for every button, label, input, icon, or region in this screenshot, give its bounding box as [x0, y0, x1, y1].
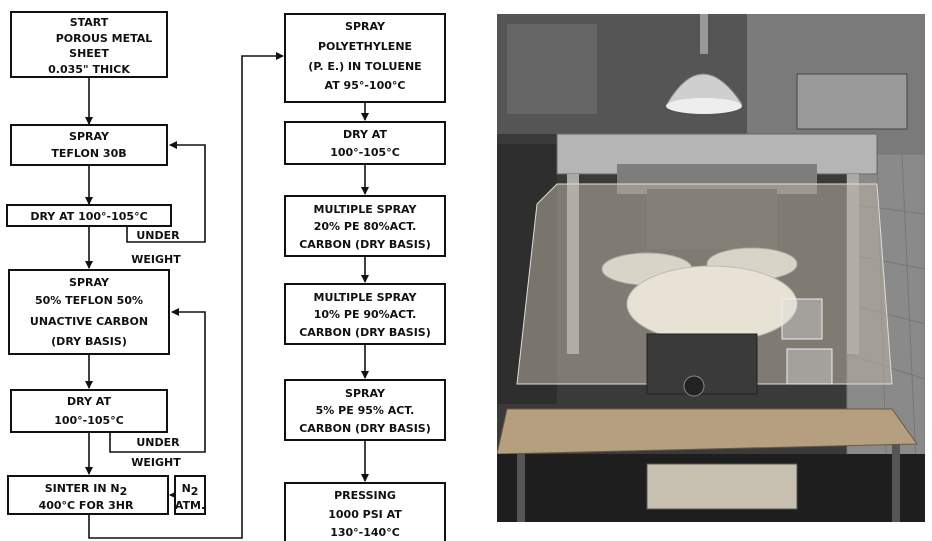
nitrogen-atmosphere-box: N2 ATM. [170, 476, 205, 514]
start-line-2: POROUS METAL [56, 32, 153, 45]
loop-2-line-2: WEIGHT [131, 456, 181, 469]
spray-5-line-2: 5% PE 95% ACT. [316, 404, 415, 417]
dry-2-line-1: DRY AT [67, 395, 111, 408]
start-line-4: 0.035" THICK [48, 63, 130, 76]
spray-polyethylene-box: SPRAY POLYETHYLENE (P. E.) IN TOLUENE AT… [285, 14, 445, 102]
multi-2-line-1: MULTIPLE SPRAY [314, 291, 418, 304]
spray-mix-line-4: (DRY BASIS) [51, 335, 127, 348]
start-line-1: START [70, 16, 109, 29]
spray-teflon-carbon-box: SPRAY 50% TEFLON 50% UNACTIVE CARBON (DR… [9, 270, 169, 354]
press-line-2: 1000 PSI AT [328, 508, 402, 521]
dry-box-3: DRY AT 100°-105°C [285, 122, 445, 164]
sinter-line-2: 400°C FOR 3HR [39, 499, 134, 512]
n2-line-2: ATM. [175, 499, 205, 512]
process-flowchart: START POROUS METAL SHEET 0.035" THICK SP… [0, 0, 470, 541]
dry-box-2: DRY AT 100°-105°C [11, 390, 167, 432]
spray-mix-line-3: UNACTIVE CARBON [30, 315, 148, 328]
press-line-1: PRESSING [334, 489, 396, 502]
spray-pe-line-2: POLYETHYLENE [318, 40, 412, 53]
dry-1-label: DRY AT 100°-105°C [30, 210, 147, 223]
multi-1-line-3: CARBON (DRY BASIS) [299, 238, 431, 251]
spray-mix-line-1: SPRAY [69, 276, 110, 289]
pressing-box: PRESSING 1000 PSI AT 130°-140°C [285, 483, 445, 541]
spray-mix-line-2: 50% TEFLON 50% [35, 294, 143, 307]
spray-teflon-line-2: TEFLON 30B [51, 147, 126, 160]
apparatus-photo [497, 14, 925, 522]
multi-1-line-2: 20% PE 80%ACT. [314, 220, 417, 233]
spray-5-line-3: CARBON (DRY BASIS) [299, 422, 431, 435]
spray-teflon-box: SPRAY TEFLON 30B [11, 125, 167, 165]
loop-2-line-1: UNDER [136, 436, 180, 449]
start-line-3: SHEET [69, 47, 109, 60]
spray-pe-line-1: SPRAY [345, 20, 386, 33]
spray-pe-line-4: AT 95°-100°C [325, 79, 406, 92]
multiple-spray-box-2: MULTIPLE SPRAY 10% PE 90%ACT. CARBON (DR… [285, 284, 445, 344]
dry-3-line-1: DRY AT [343, 128, 387, 141]
dry-2-line-2: 100°-105°C [54, 414, 124, 427]
multi-2-line-3: CARBON (DRY BASIS) [299, 326, 431, 339]
press-line-3: 130°-140°C [330, 526, 400, 539]
spray-teflon-line-1: SPRAY [69, 130, 110, 143]
start-box: START POROUS METAL SHEET 0.035" THICK [11, 12, 167, 77]
spray-apparatus-illustration [497, 14, 925, 522]
dry-box-1: DRY AT 100°-105°C [7, 205, 171, 226]
multi-1-line-1: MULTIPLE SPRAY [314, 203, 418, 216]
spray-pe-line-3: (P. E.) IN TOLUENE [308, 60, 421, 73]
multi-2-line-2: 10% PE 90%ACT. [314, 308, 417, 321]
dry-3-line-2: 100°-105°C [330, 146, 400, 159]
multiple-spray-box-1: MULTIPLE SPRAY 20% PE 80%ACT. CARBON (DR… [285, 196, 445, 256]
sinter-box: SINTER IN N2 400°C FOR 3HR [8, 476, 168, 514]
spray-box-5: SPRAY 5% PE 95% ACT. CARBON (DRY BASIS) [285, 380, 445, 440]
loop-1-line-1: UNDER [136, 229, 180, 242]
spray-5-line-1: SPRAY [345, 387, 386, 400]
loop-1-line-2: WEIGHT [131, 253, 181, 266]
